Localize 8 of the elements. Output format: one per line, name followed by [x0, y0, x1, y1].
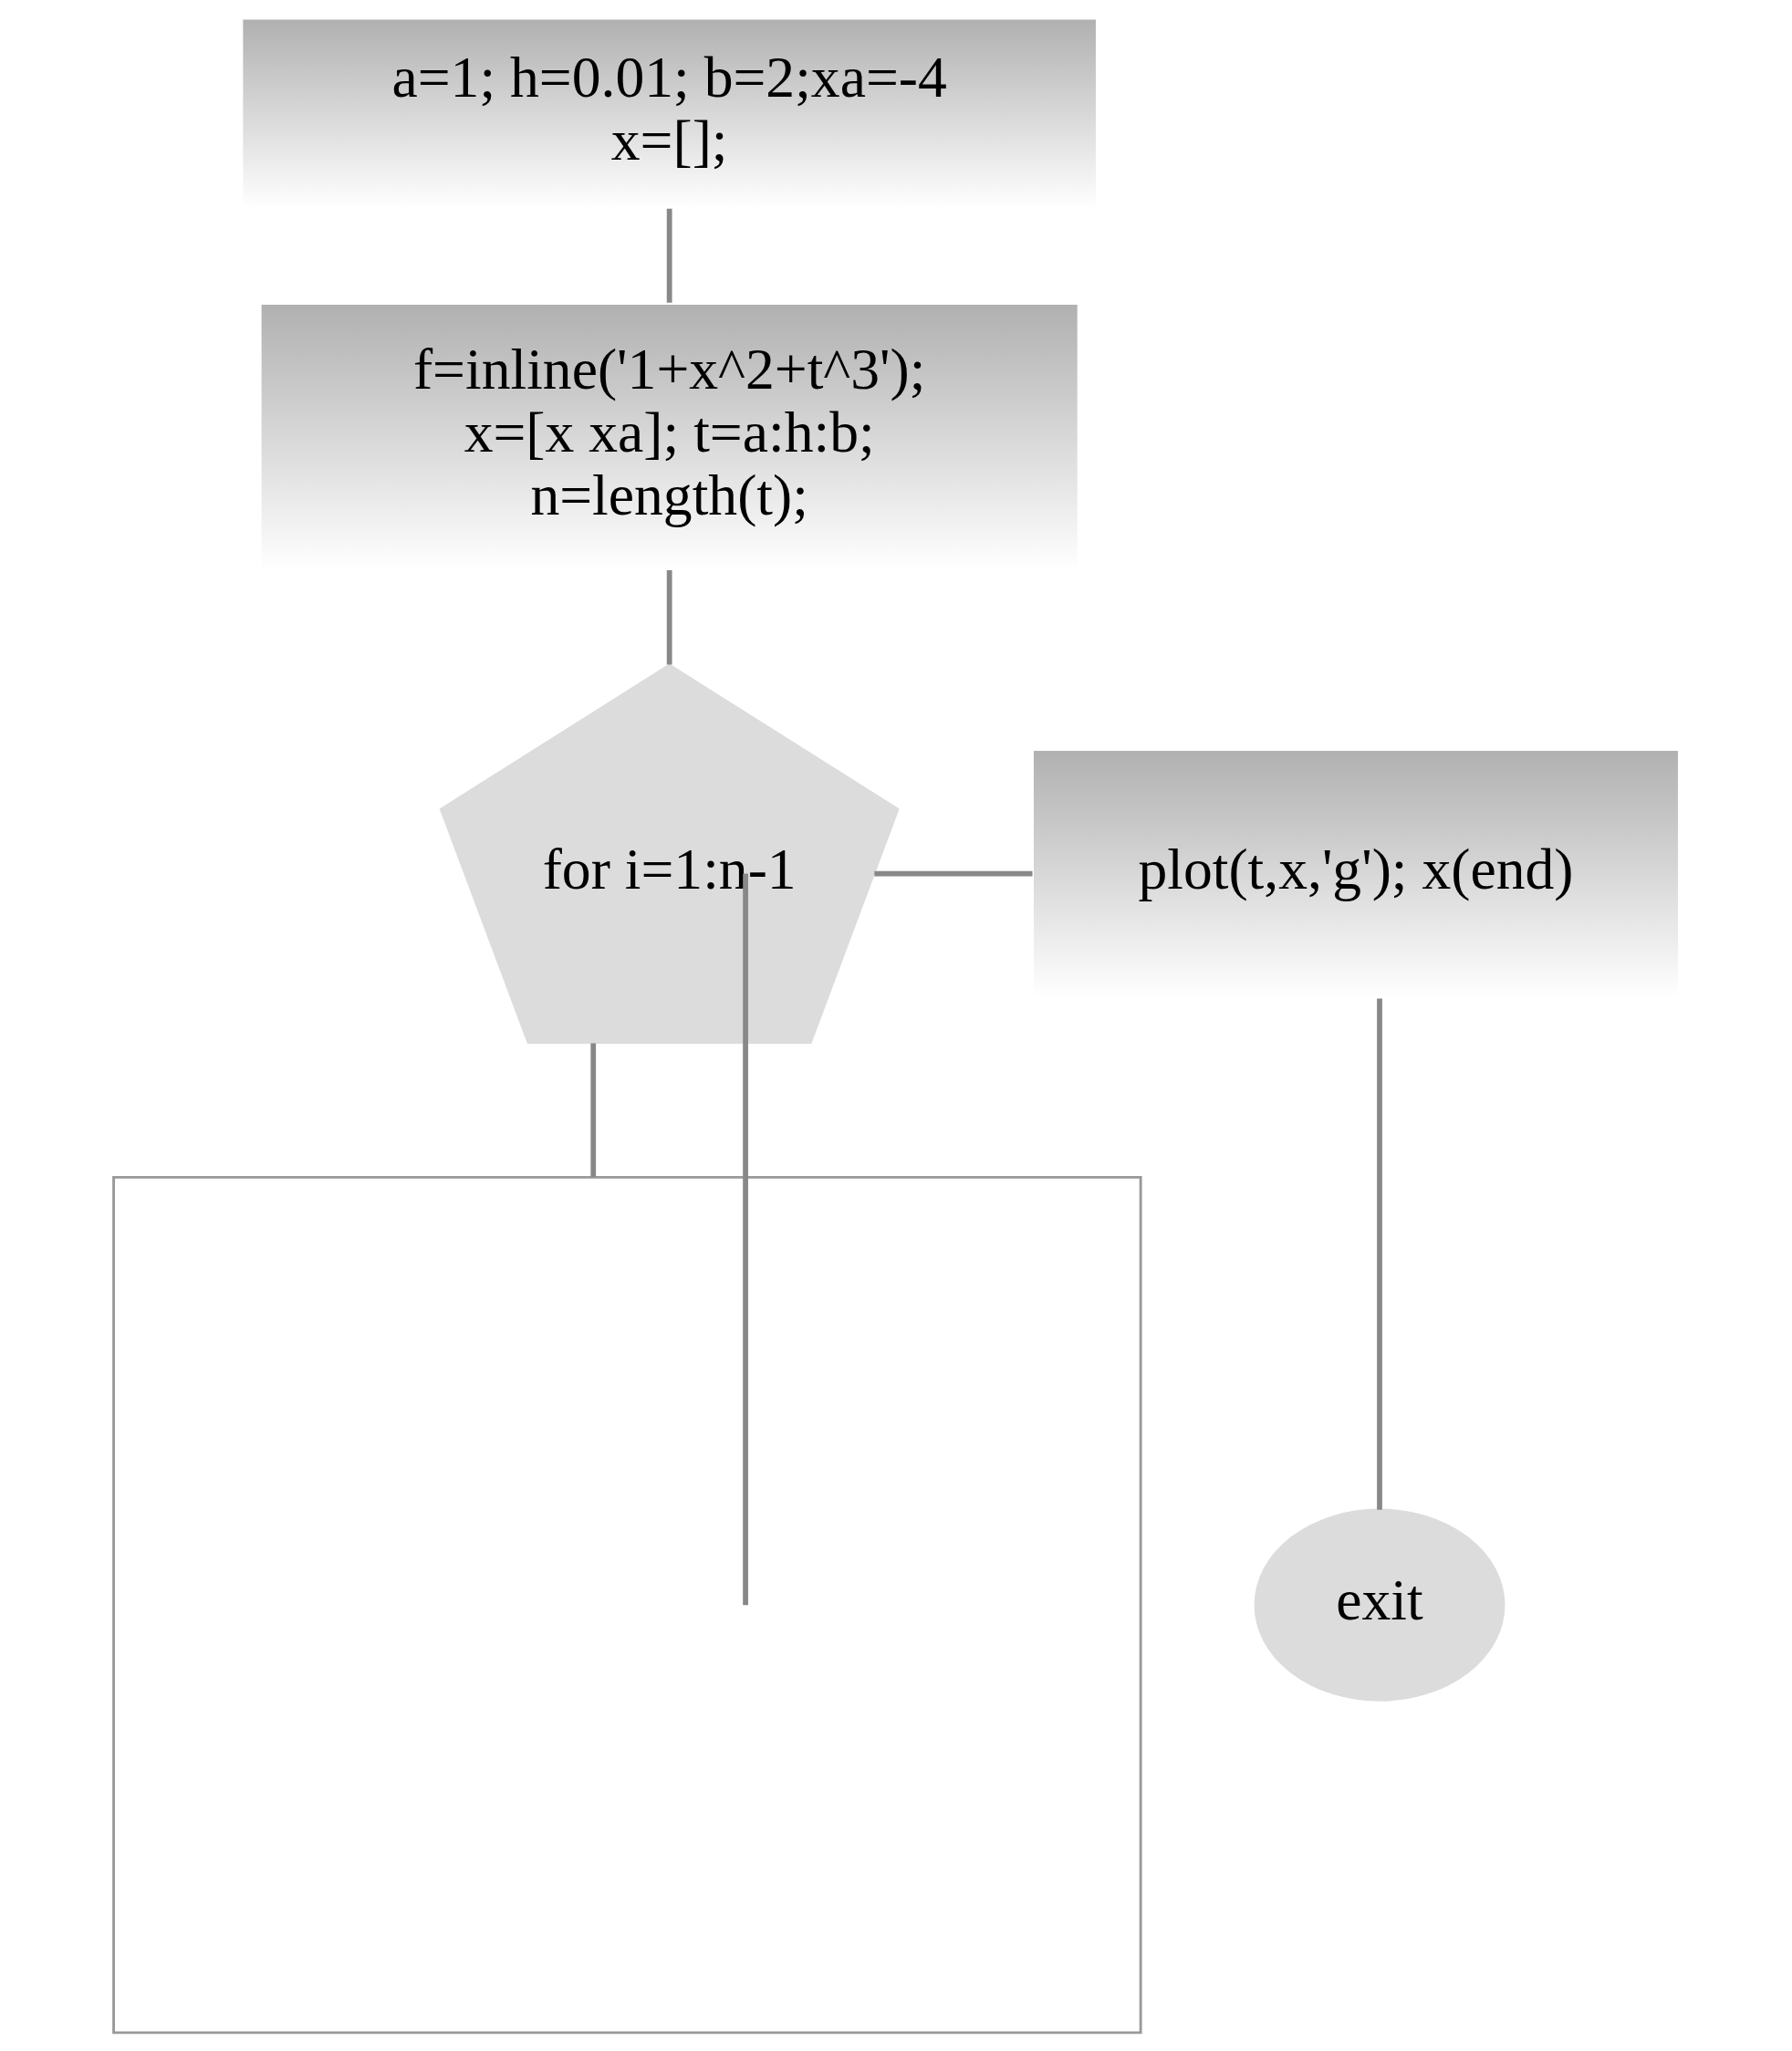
node-ellipse: exit: [1254, 1508, 1505, 1702]
connector: [666, 570, 672, 665]
connector: [873, 870, 1032, 877]
connector: [666, 208, 672, 303]
connector: [1376, 998, 1382, 1510]
node-box: [111, 1175, 1142, 2035]
connector: [589, 1043, 596, 1177]
connector: [742, 873, 748, 1606]
